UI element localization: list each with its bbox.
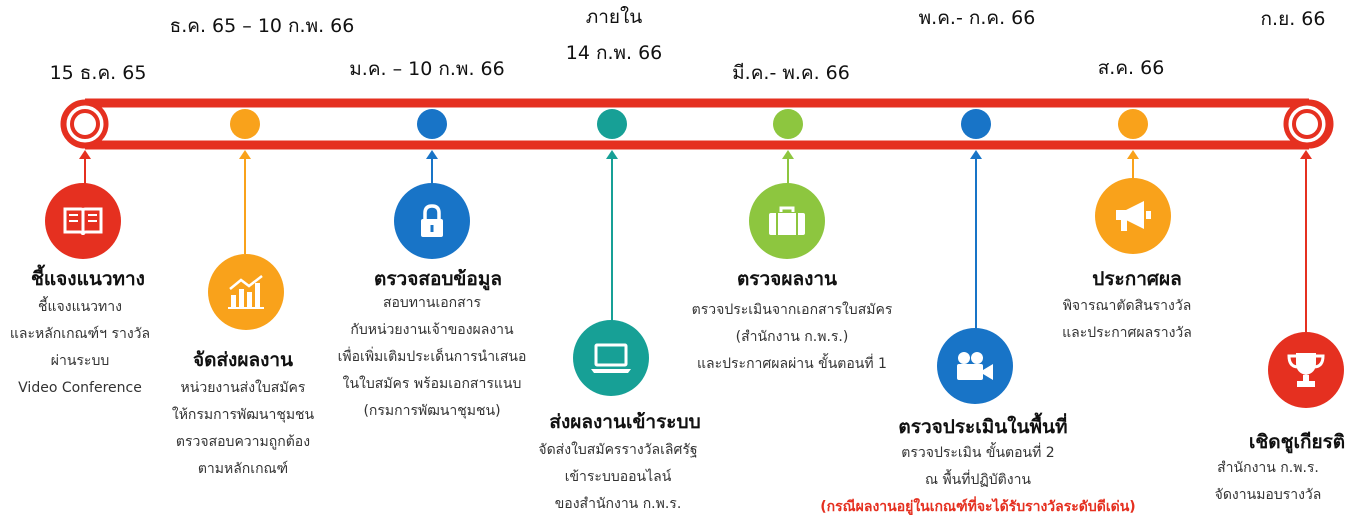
megaphone-icon: [1095, 178, 1171, 254]
desc-stage-4: จัดส่งใบสมัครรางวัลเลิศรัฐเข้าระบบออนไลน…: [538, 442, 698, 512]
date-stage-1: 15 ธ.ค. 65: [49, 62, 147, 84]
timeline-dot-stage-4: [597, 109, 627, 139]
date-stage-2: ธ.ค. 65 – 10 ก.พ. 66: [169, 15, 355, 37]
date-stage-4-line2: 14 ก.พ. 66: [565, 42, 663, 64]
laptop-icon: [573, 320, 649, 396]
timeline-dot-stage-6: [961, 109, 991, 139]
trophy-icon: [1268, 332, 1344, 408]
timeline-dot-stage-5: [773, 109, 803, 139]
timeline-dot-stage-7: [1118, 109, 1148, 139]
date-stage-7: ส.ค. 66: [1097, 57, 1165, 79]
date-stage-4-line1: ภายใน: [585, 6, 643, 28]
connector-stage-1: [84, 158, 86, 184]
briefcase-icon: [749, 183, 825, 259]
connector-stage-5: [787, 158, 789, 184]
book-icon: [45, 183, 121, 259]
title-stage-2: จัดส่งผลงาน: [192, 349, 294, 371]
timeline-dot-stage-2: [230, 109, 260, 139]
lock-icon: [394, 183, 470, 259]
desc-stage-1: ชี้แจงแนวทางและหลักเกณฑ์ฯ รางวัลผ่านระบบ…: [9, 299, 151, 396]
title-stage-1: ชี้แจงแนวทาง: [31, 268, 145, 290]
date-stage-8: ก.ย. 66: [1260, 8, 1326, 30]
connector-stage-2: [244, 158, 246, 254]
timeline-dot-stage-3: [417, 109, 447, 139]
title-stage-3: ตรวจสอบข้อมูล: [374, 268, 502, 290]
video-camera-icon: [937, 328, 1013, 404]
desc-stage-2: หน่วยงานส่งใบสมัครให้กรมการพัฒนาชุมชนตรว…: [171, 380, 315, 477]
bar-chart-icon: [208, 254, 284, 330]
desc-stage-7: พิจารณาตัดสินรางวัลและประกาศผลรางวัล: [1062, 298, 1192, 341]
title-stage-8: เชิดชูเกียรติ: [1248, 431, 1346, 453]
connector-stage-4: [611, 158, 613, 322]
desc-stage-8: สำนักงาน ก.พ.ร.จัดงานมอบรางวัล: [1214, 460, 1322, 503]
title-stage-5: ตรวจผลงาน: [736, 268, 838, 290]
title-stage-7: ประกาศผล: [1092, 268, 1182, 290]
desc-stage-5: ตรวจประเมินจากเอกสารใบสมัคร(สำนักงาน ก.พ…: [691, 302, 893, 372]
date-stage-5: มี.ค.- พ.ค. 66: [732, 62, 850, 84]
connector-stage-8: [1305, 158, 1307, 334]
title-stage-4: ส่งผลงานเข้าระบบ: [549, 411, 701, 433]
date-stage-6: พ.ค.- ก.ค. 66: [918, 7, 1036, 29]
note-outstanding-award: (กรณีผลงานอยู่ในเกณฑ์ที่จะได้รับรางวัลระ…: [820, 499, 1136, 515]
connector-stage-6: [975, 158, 977, 330]
connector-stage-3: [431, 158, 433, 184]
connector-stage-7: [1132, 158, 1134, 180]
date-stage-3: ม.ค. – 10 ก.พ. 66: [349, 58, 505, 80]
desc-stage-3: สอบทานเอกสารกับหน่วยงานเจ้าของผลงานเพื่อ…: [337, 295, 527, 419]
title-stage-6: ตรวจประเมินในพื้นที่: [898, 416, 1068, 438]
